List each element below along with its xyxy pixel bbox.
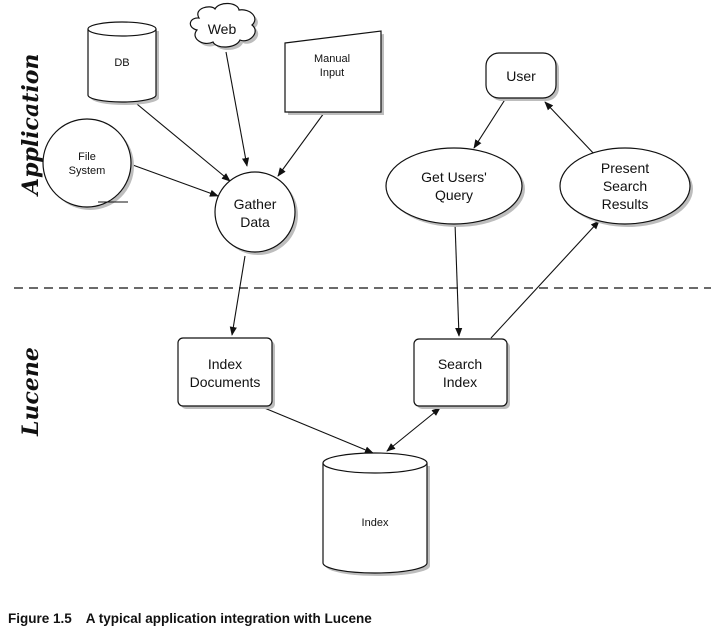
gather-data-label-line1: Gather (234, 196, 277, 212)
index-store-node: Index (322, 452, 430, 576)
present-search-results-label-line3: Results (602, 196, 649, 212)
figure-number: Figure 1.5 (8, 611, 72, 626)
edge-db-gather (125, 94, 231, 182)
edge-user-query (473, 97, 507, 149)
web-node: Web (189, 2, 259, 51)
manual-input-label-line2: Input (320, 67, 344, 79)
edge-present-user (544, 101, 597, 157)
edge-searchindex-present (490, 220, 600, 339)
application-side-label: Application (18, 54, 44, 197)
user-node: User (485, 52, 559, 101)
get-users-query-node: Get Users' Query (385, 147, 525, 227)
file-system-label-line1: File (78, 151, 96, 163)
db-node: DB (87, 21, 159, 105)
index-documents-label-line1: Index (208, 356, 242, 372)
get-users-query-label-line1: Get Users' (421, 169, 487, 185)
edge-gather-indexdocs (229, 255, 246, 336)
figure-caption-text: A typical application integration with L… (85, 611, 372, 626)
present-search-results-label-line1: Present (601, 160, 649, 176)
file-system-node: File System (42, 118, 134, 210)
manual-input-node: Manual Input (284, 30, 384, 115)
manual-input-label-line1: Manual (314, 53, 350, 65)
present-search-results-node: Present Search Results (559, 147, 693, 227)
gather-data-node: Gather Data (214, 171, 298, 255)
search-index-label-line2: Index (443, 374, 477, 390)
edge-manual-gather (277, 112, 325, 177)
index-documents-node: Index Documents (177, 337, 275, 409)
get-users-query-label-line2: Query (435, 187, 473, 203)
search-index-label-line1: Search (438, 356, 482, 372)
edges (125, 51, 600, 454)
file-system-label-line2: System (69, 165, 106, 177)
diagram: Application Lucene DB Web Manual Input (14, 2, 711, 576)
index-store-label: Index (362, 517, 389, 529)
user-label: User (506, 68, 536, 84)
gather-data-label-line2: Data (240, 214, 270, 230)
edge-indexdocs-index (261, 406, 374, 454)
db-label: DB (114, 57, 129, 69)
present-search-results-label-line2: Search (603, 178, 647, 194)
figure-caption: Figure 1.5 A typical application integrat… (8, 611, 372, 626)
edge-searchindex-index (386, 407, 441, 452)
edge-web-gather (225, 51, 250, 167)
edge-query-searchindex (454, 222, 463, 337)
index-documents-label-line2: Documents (190, 374, 261, 390)
edge-filesystem-gather (129, 163, 219, 197)
lucene-side-label: Lucene (18, 347, 44, 437)
search-index-node: Search Index (413, 338, 510, 409)
web-label: Web (208, 21, 237, 37)
